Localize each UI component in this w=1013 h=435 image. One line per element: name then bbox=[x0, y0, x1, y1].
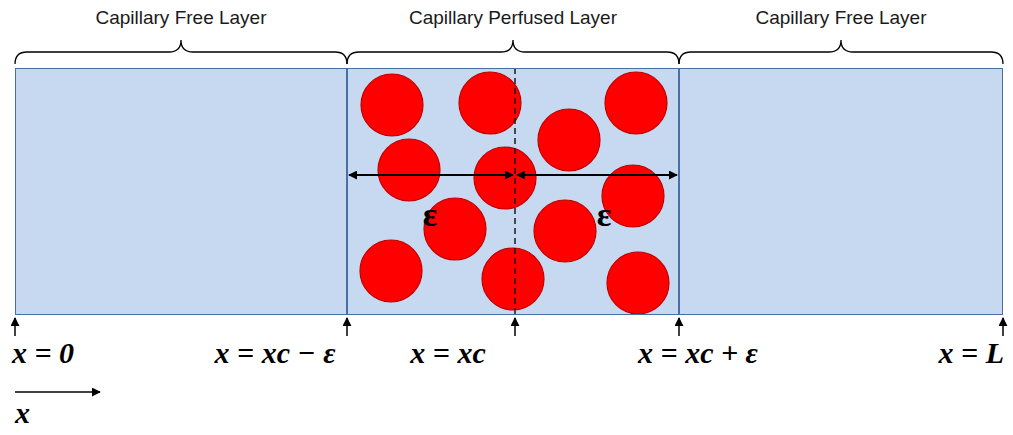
capillary bbox=[378, 139, 440, 201]
brace bbox=[15, 40, 347, 64]
label-holder: x bbox=[15, 398, 30, 428]
position-label: x = xc − ε bbox=[215, 338, 336, 368]
tick-arrow bbox=[1002, 318, 1004, 336]
tick-arrow bbox=[346, 318, 348, 336]
epsilon-dimension-arrow bbox=[349, 174, 513, 176]
capillary bbox=[538, 109, 600, 171]
epsilon-label: ε bbox=[423, 198, 438, 232]
layer-heading: Capillary Perfused Layer bbox=[348, 7, 678, 29]
axis-label: x bbox=[15, 398, 30, 428]
capillary bbox=[534, 200, 596, 262]
capillary bbox=[361, 74, 423, 136]
brace bbox=[679, 40, 1003, 64]
capillary bbox=[605, 72, 667, 134]
tick-arrow bbox=[678, 318, 680, 336]
layer-band: Capillary Perfused Layer bbox=[347, 68, 679, 315]
position-ticks bbox=[15, 318, 1003, 336]
capillary bbox=[360, 240, 422, 302]
label-holder: ε bbox=[597, 198, 612, 232]
band-fill bbox=[15, 68, 1003, 315]
tick-arrow bbox=[514, 318, 516, 336]
braces bbox=[15, 40, 1003, 64]
layer-band: Capillary Free Layer bbox=[679, 68, 1003, 315]
epsilon-label: ε bbox=[597, 198, 612, 232]
position-label: x = L bbox=[939, 338, 1004, 368]
label-holder: x = xc − ε bbox=[215, 338, 336, 368]
x-axis-arrow bbox=[15, 391, 100, 393]
label-holder: ε bbox=[423, 198, 438, 232]
layer-heading: Capillary Free Layer bbox=[16, 7, 346, 29]
layer-heading: Capillary Free Layer bbox=[680, 7, 1002, 29]
tick-arrow bbox=[14, 318, 16, 336]
position-label: x = xc + ε bbox=[638, 338, 758, 368]
label-holder: x = 0 bbox=[12, 338, 74, 368]
label-holder: x = L bbox=[939, 338, 1004, 368]
capillary bbox=[459, 72, 521, 134]
epsilon-dimension-arrow bbox=[517, 174, 677, 176]
label-holder: x = xc + ε bbox=[638, 338, 758, 368]
capillary bbox=[474, 147, 536, 209]
label-holder: x = xc bbox=[410, 338, 485, 368]
position-label: x = 0 bbox=[12, 338, 74, 368]
layer-band: Capillary Free Layer bbox=[15, 68, 347, 315]
position-label: x = xc bbox=[410, 338, 485, 368]
brace bbox=[347, 40, 679, 64]
center-dashed-line bbox=[514, 68, 516, 315]
capillary bbox=[607, 252, 669, 314]
capillary bbox=[482, 248, 544, 310]
